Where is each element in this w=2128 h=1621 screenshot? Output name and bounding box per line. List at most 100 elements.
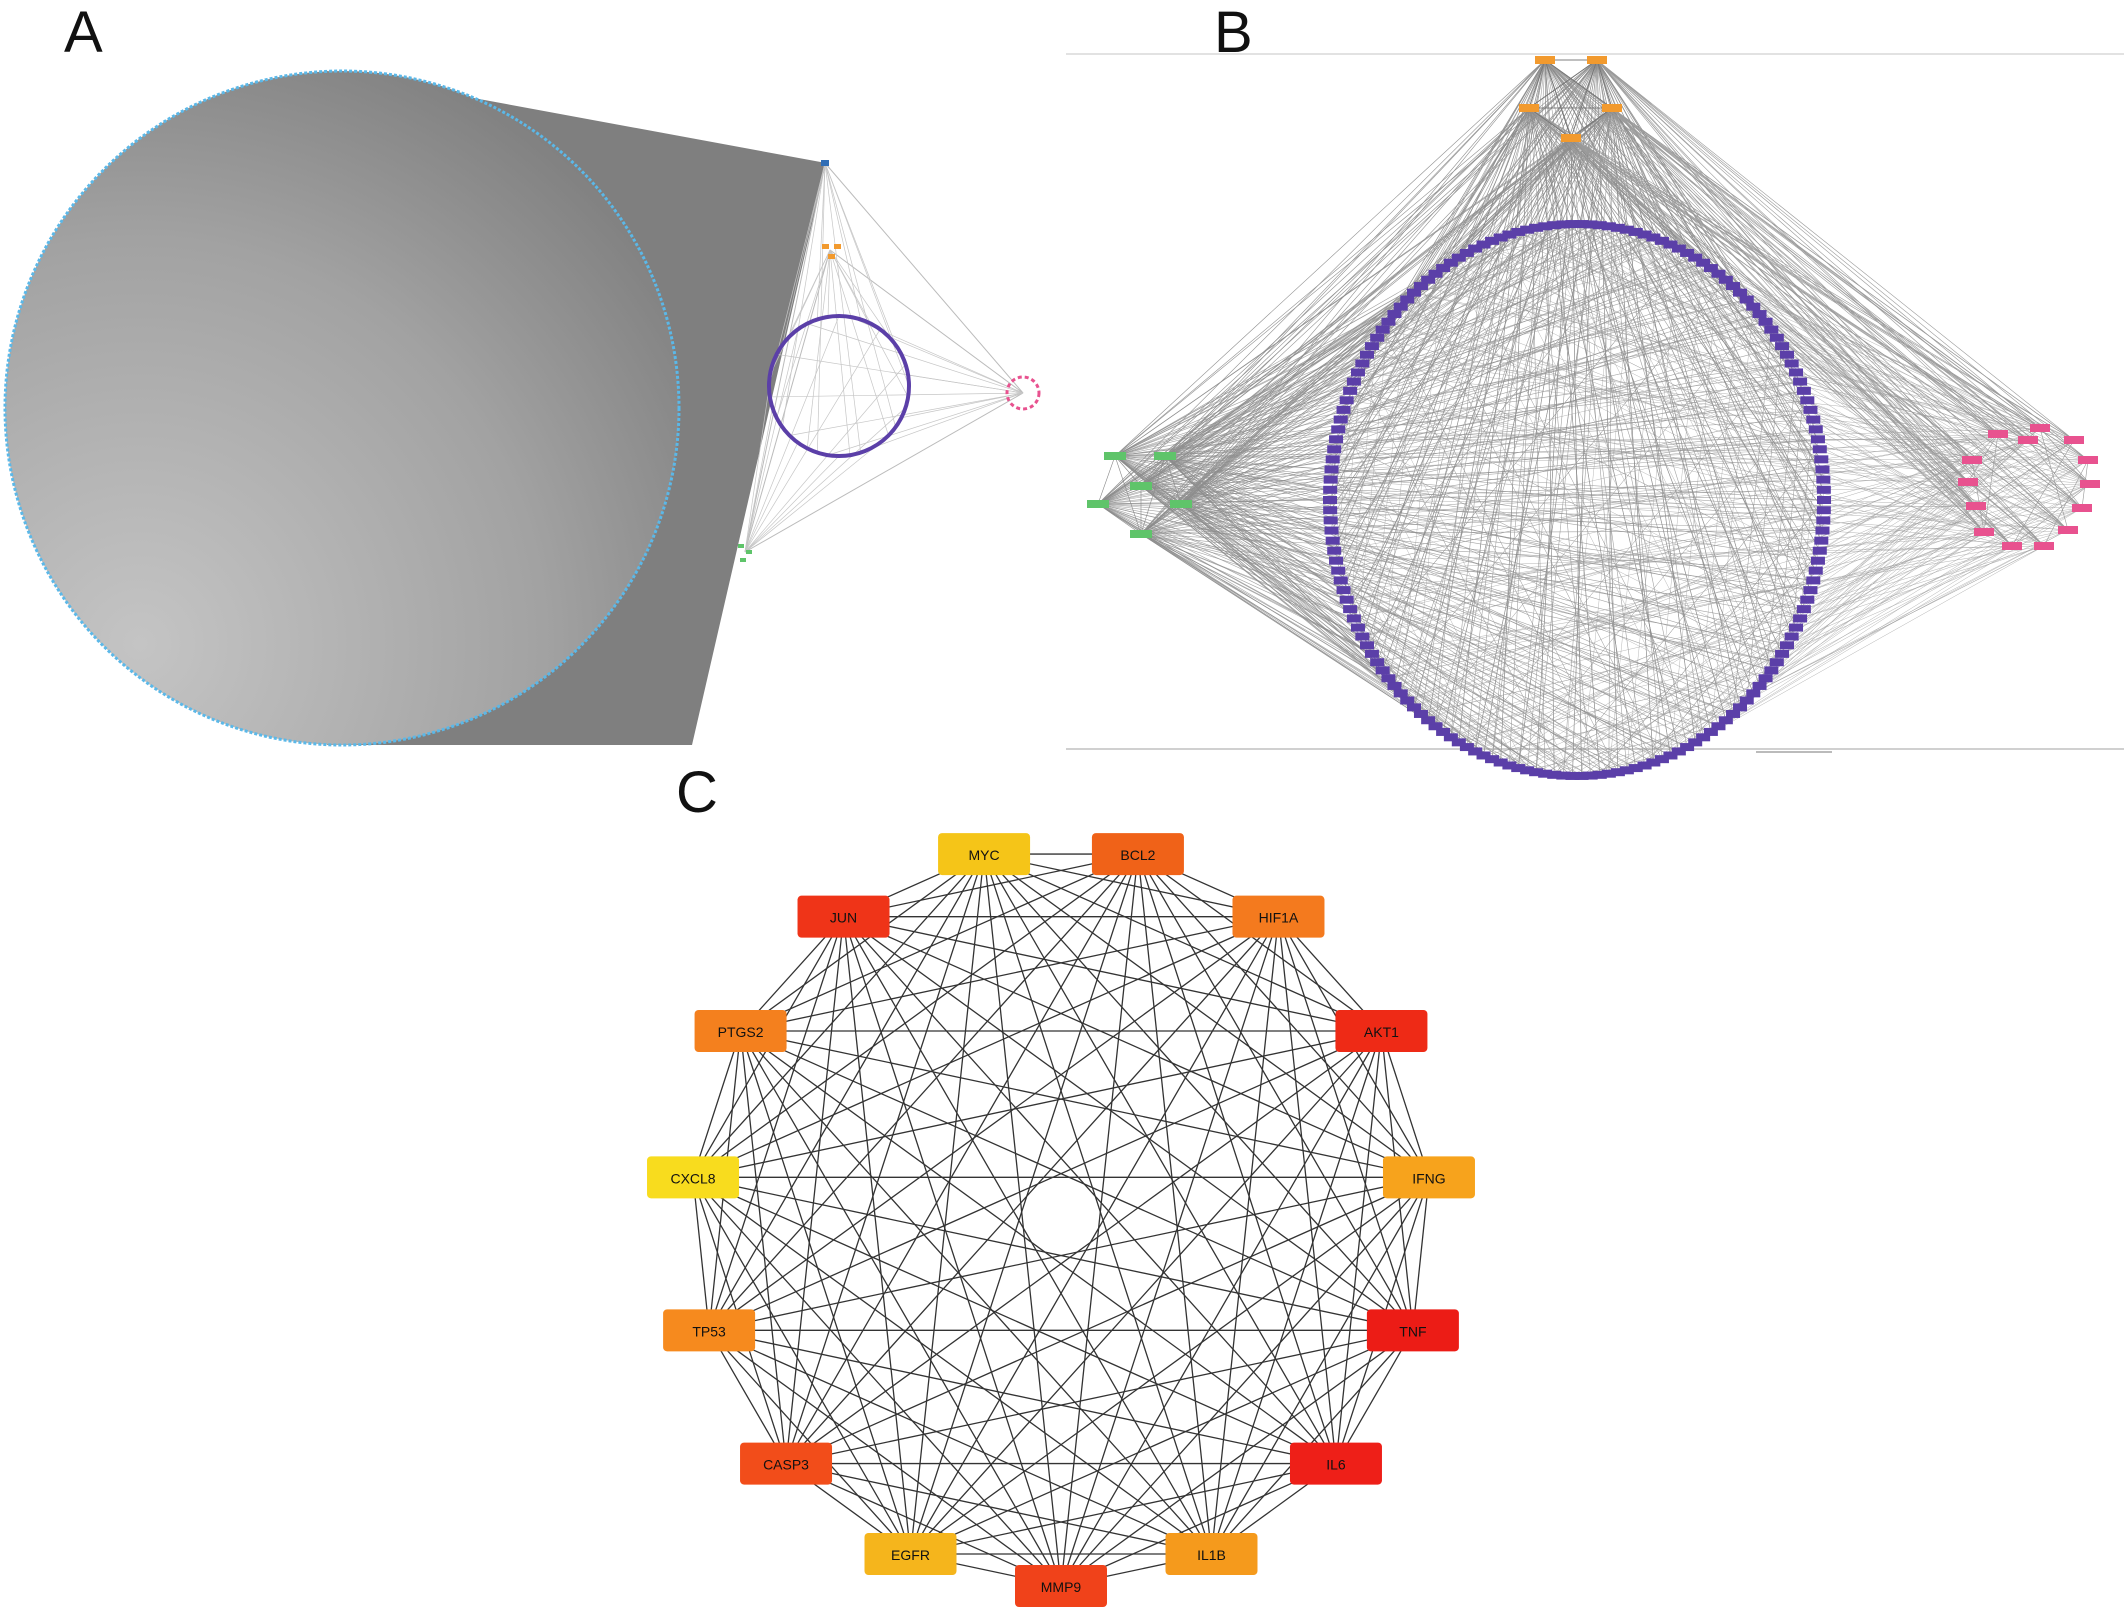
herb-node <box>1087 500 1109 508</box>
hub-node-cxcl8[interactable]: CXCL8 <box>647 1156 740 1199</box>
panel-a-edges <box>744 162 1024 553</box>
edge <box>2011 483 2091 547</box>
disease-node <box>1988 430 2008 438</box>
edge <box>1608 226 1741 293</box>
hub-node-label: IFNG <box>1412 1170 1445 1186</box>
edge <box>1611 107 2091 485</box>
edge <box>1140 533 1468 748</box>
edge <box>1140 107 1613 535</box>
edge <box>1413 237 1654 293</box>
edge <box>1611 107 2069 531</box>
hub-edge <box>692 1176 1337 1465</box>
edge <box>1491 427 2041 760</box>
target-node <box>1696 733 1711 742</box>
edge <box>1570 107 1613 139</box>
edge <box>1330 489 1985 533</box>
target-node <box>1780 641 1795 650</box>
edge <box>1382 257 1696 330</box>
hub-node-hif1a[interactable]: HIF1A <box>1232 895 1325 938</box>
target-node <box>1538 769 1553 778</box>
hub-node-egfr[interactable]: EGFR <box>864 1533 957 1576</box>
edge <box>1596 59 1748 300</box>
edge <box>1164 137 1572 457</box>
edge <box>782 162 826 345</box>
edge <box>1596 59 1613 109</box>
panel-label-c: C <box>676 760 718 825</box>
edge <box>1570 137 1582 776</box>
edge <box>1474 107 1613 752</box>
hub-edge <box>1060 1176 1430 1587</box>
edge <box>744 329 881 553</box>
target-node <box>1680 248 1695 257</box>
edge <box>1535 224 1591 773</box>
target-node <box>1775 649 1790 658</box>
edge <box>1570 137 2089 461</box>
edge <box>1140 321 1389 487</box>
hub-node-il1b[interactable]: IL1B <box>1165 1533 1258 1576</box>
hub-node-tp53[interactable]: TP53 <box>663 1309 756 1352</box>
target-node <box>1565 220 1580 229</box>
edge <box>1563 459 2089 776</box>
hub-node-casp3[interactable]: CASP3 <box>740 1442 833 1485</box>
edge <box>1599 499 1825 775</box>
hub-edge <box>842 916 1213 1555</box>
target-node <box>1784 632 1799 641</box>
target-node <box>1703 727 1718 736</box>
edge <box>1544 59 1985 533</box>
edge <box>1975 505 2045 547</box>
target-node <box>1810 435 1825 444</box>
hub-node-il6[interactable]: IL6 <box>1289 1442 1382 1485</box>
hub-node-mmp9[interactable]: MMP9 <box>1015 1565 1107 1607</box>
edge <box>1458 670 1772 743</box>
edge <box>1466 59 1546 254</box>
edge <box>1694 292 1741 743</box>
panel-label-a: A <box>64 0 103 65</box>
edge <box>1180 503 1671 756</box>
hub-node-ifng[interactable]: IFNG <box>1382 1156 1475 1199</box>
target-node <box>1323 516 1338 525</box>
hub-node-tnf[interactable]: TNF <box>1366 1309 1459 1352</box>
edge <box>1140 224 1591 535</box>
hub-node-ptgs2[interactable]: PTGS2 <box>694 1010 787 1052</box>
hub-edge <box>1380 1030 1430 1178</box>
target-node <box>1493 233 1508 242</box>
edge <box>1164 455 1824 511</box>
hub-node-bcl2[interactable]: BCL2 <box>1091 833 1184 876</box>
target-node <box>1333 576 1348 585</box>
edge <box>1331 363 1792 470</box>
edge <box>1746 346 1783 701</box>
hub-node-jun[interactable]: JUN <box>797 895 890 938</box>
edge <box>2027 439 2083 509</box>
edge <box>901 392 1024 419</box>
hub-node-myc[interactable]: MYC <box>938 833 1031 876</box>
hub-edge <box>909 854 985 1555</box>
target-node <box>1451 253 1466 262</box>
edge <box>782 162 826 428</box>
edge <box>1413 257 1460 708</box>
edge <box>1795 545 2045 628</box>
hub-node-akt1[interactable]: AKT1 <box>1335 1010 1428 1052</box>
hub-node-label: TP53 <box>692 1323 726 1339</box>
hub-edge <box>1137 853 1430 1178</box>
disease-node <box>2078 456 2098 464</box>
hub-edge <box>910 1176 1430 1555</box>
edge <box>1635 231 2013 547</box>
edge <box>1413 707 1546 774</box>
edge <box>1097 59 1598 505</box>
hub-edge <box>983 853 1382 1032</box>
edge <box>1388 580 1814 679</box>
edge <box>1544 59 2045 547</box>
edge <box>1180 137 1572 505</box>
target-node <box>1711 269 1726 278</box>
hub-node-box <box>740 1442 833 1485</box>
edge <box>1349 337 1378 610</box>
edge <box>1570 137 1573 225</box>
target-node <box>1333 415 1348 424</box>
hub-node-box <box>797 895 890 938</box>
hub-node-label: TNF <box>1399 1323 1426 1339</box>
edge <box>1377 545 2013 663</box>
edge <box>1140 533 1645 766</box>
edge <box>1337 137 1572 430</box>
